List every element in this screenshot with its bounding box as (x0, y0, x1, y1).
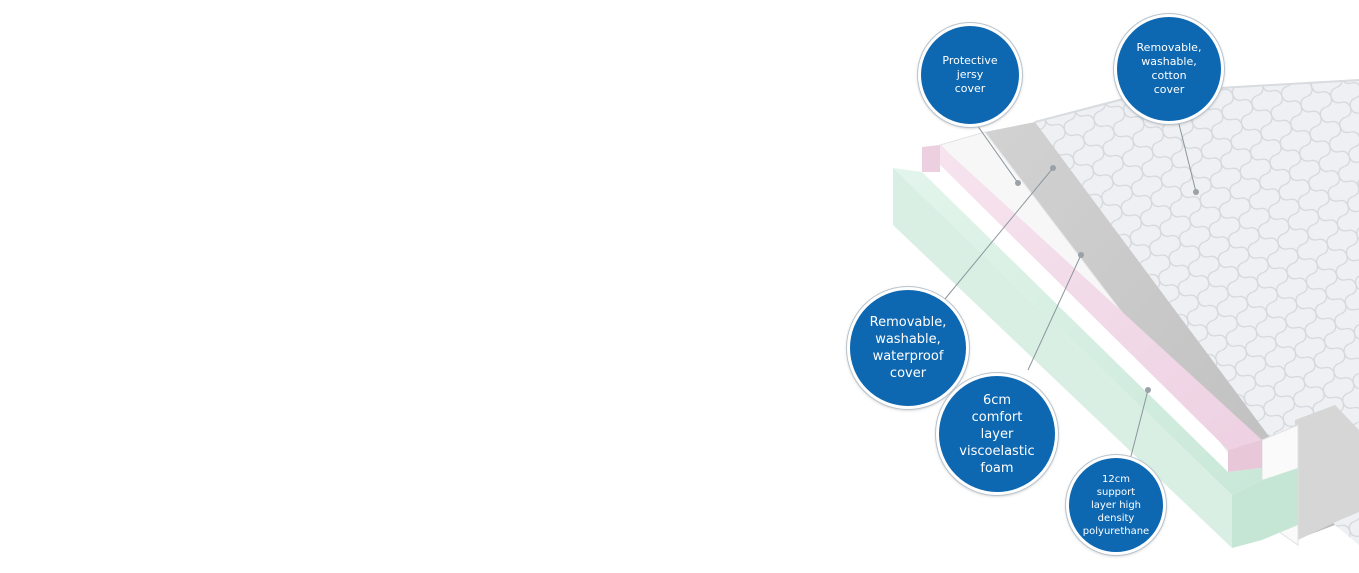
leader-dots (1015, 165, 1199, 393)
grey-cover-front (1295, 405, 1359, 540)
waterproof-cover-bubble: Removable, washable, waterproof cover (847, 287, 969, 409)
green-support-front (1232, 468, 1298, 548)
leader-dot-comfort (1078, 252, 1084, 258)
protective-cover-label: Protective jersy cover (942, 54, 998, 95)
waterproof-cover-label: Removable, washable, waterproof cover (869, 315, 947, 381)
leader-dot-cotton (1193, 189, 1199, 195)
cotton-cover-label: Removable, washable, cotton cover (1136, 41, 1202, 96)
leader-dot-protective (1015, 180, 1021, 186)
protective-cover-bubble: Protective jersy cover (918, 23, 1022, 127)
pink-comfort-layer (922, 145, 1262, 450)
pink-comfort-front (1228, 440, 1262, 472)
comfort-layer-bubble: 6cm comfort layer viscoelastic foam (936, 373, 1058, 495)
support-layer-bubble: 12cm support layer high density polyuret… (1066, 455, 1166, 555)
support-layer-label: 12cm support layer high density polyuret… (1082, 473, 1150, 537)
leader-lines (939, 107, 1197, 461)
green-support-face (893, 168, 1232, 548)
pink-comfort-side (922, 145, 940, 172)
quilted-top-cover (1035, 80, 1359, 545)
comfort-layer-label: 6cm comfort layer viscoelastic foam (959, 392, 1035, 476)
leader-dot-support (1145, 387, 1151, 393)
leader-dot-waterproof (1050, 165, 1056, 171)
cotton-cover-bubble: Removable, washable, cotton cover (1114, 14, 1224, 124)
